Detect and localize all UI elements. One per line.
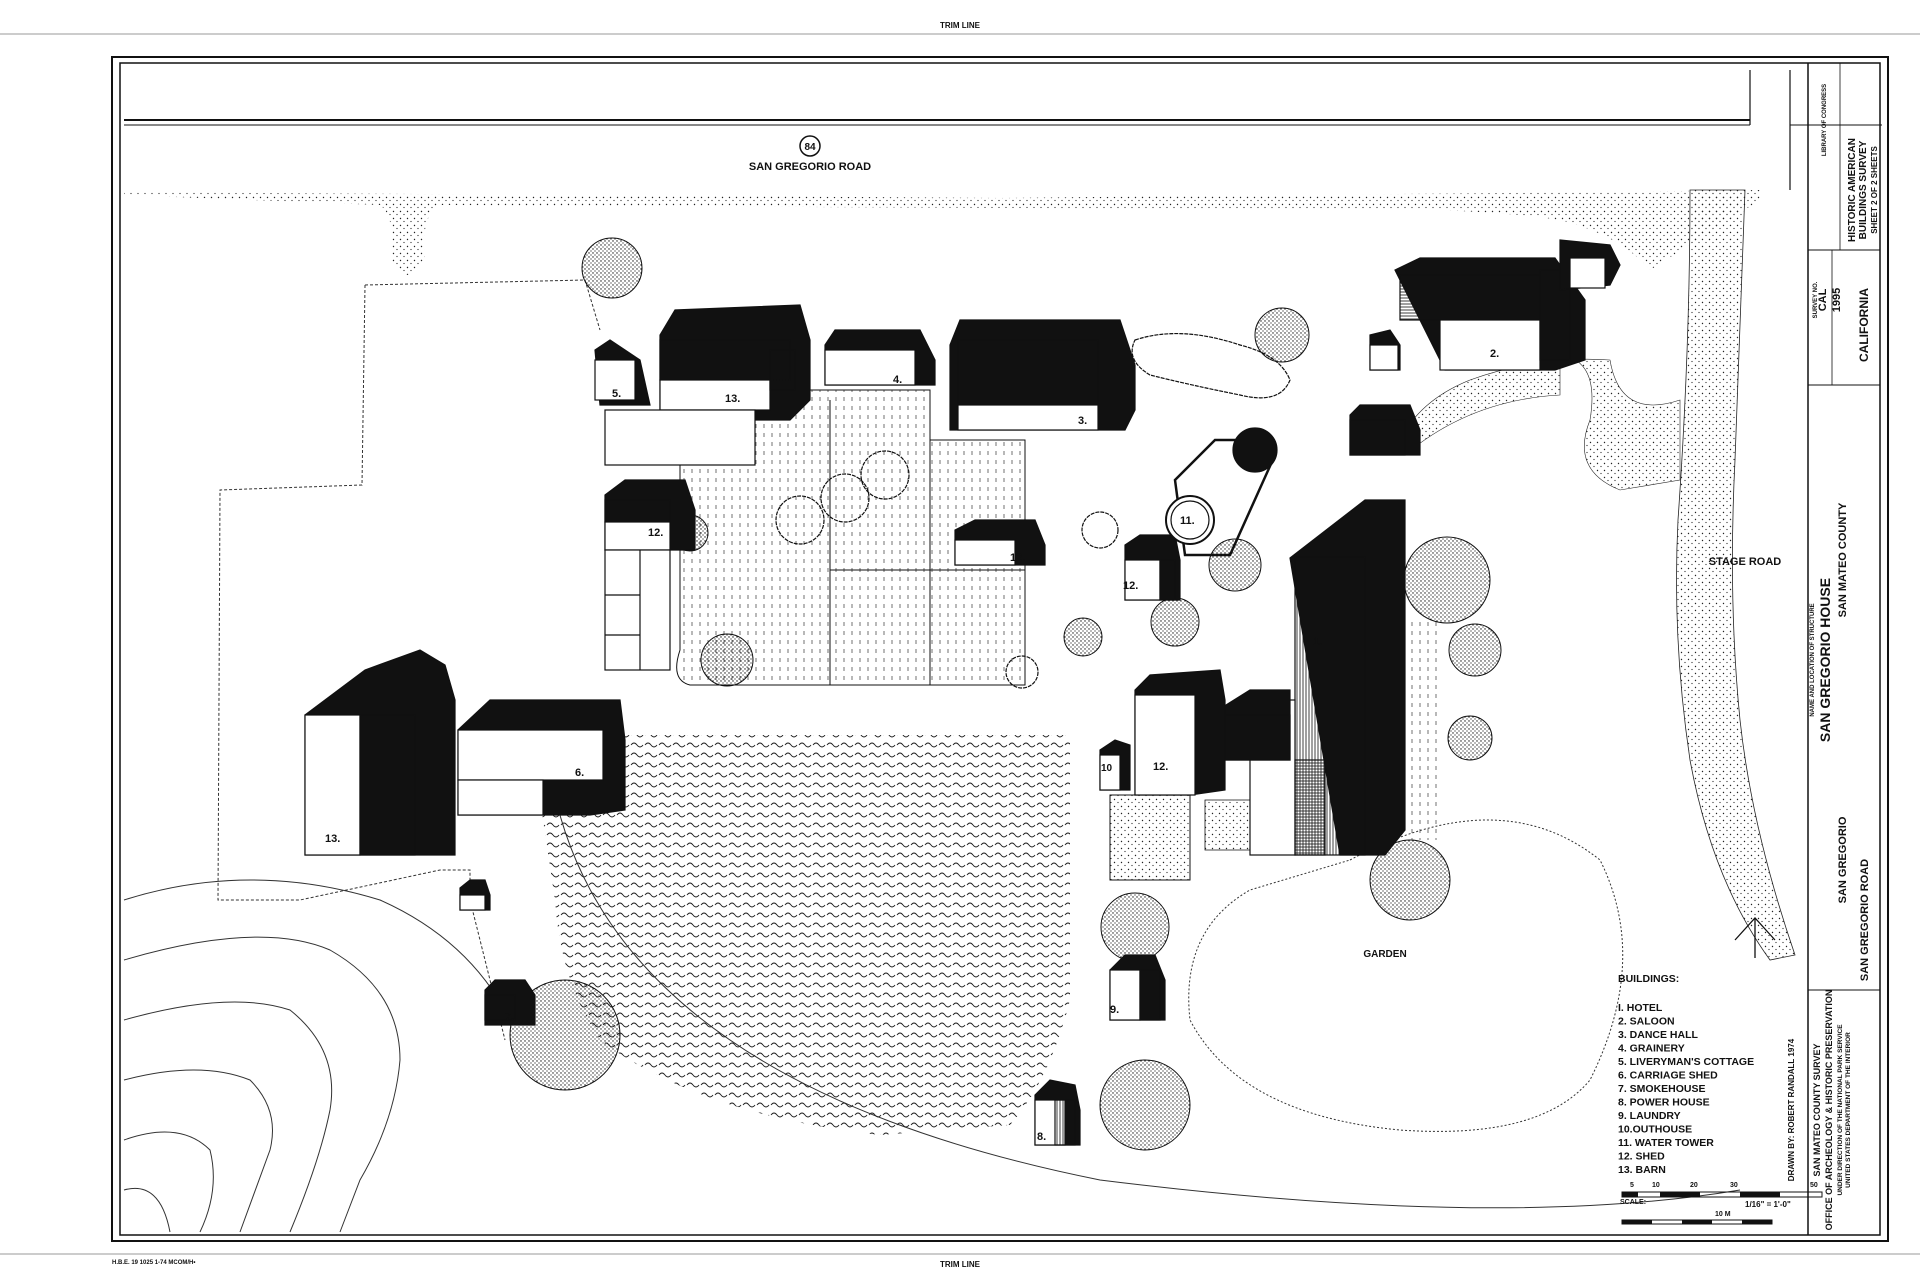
scale-tick-label: 50 [1810, 1182, 1818, 1189]
buildings-legend: BUILDINGS: I. HOTEL 2. SALOON 3. DANCE H… [1618, 973, 1754, 1176]
bldg-label-5: 5. [612, 388, 621, 400]
legend-item: 13. BARN [1618, 1164, 1666, 1176]
hotel-garden-bed [1109, 794, 1191, 881]
legend-item: 2. SALOON [1618, 1016, 1675, 1028]
legend-item: 5. LIVERYMAN'S COTTAGE [1618, 1056, 1754, 1068]
bldg-label-12a: 12. [648, 527, 663, 539]
route-number: 84 [804, 142, 816, 153]
county: SAN MATEO COUNTY [1837, 502, 1849, 617]
legend-item: 11. WATER TOWER [1618, 1137, 1714, 1149]
library-label: LIBRARY OF CONGRESS [1822, 84, 1828, 156]
bldg-label-12c: 12. [1123, 580, 1138, 592]
legend-item: 4. GRAINERY [1618, 1043, 1685, 1055]
under-direction: UNDER DIRECTION OF THE NATIONAL PARK SER… [1837, 1024, 1844, 1196]
route-shield-icon [799, 135, 821, 157]
scale-label: SCALE: [1620, 1199, 1646, 1206]
terrain-contours [123, 879, 511, 1233]
scale-tick-label: 5 [1630, 1182, 1634, 1189]
bldg-label-4: 4. [893, 374, 902, 386]
footer-code: H.B.E. 19 1025 1-74 MCOM/H• [112, 1260, 195, 1266]
bldg-label-7: 7. [505, 1011, 514, 1023]
legend-item: 12. SHED [1618, 1151, 1665, 1163]
title-block: LIBRARY OF CONGRESS HISTORIC AMERICAN BU… [1787, 63, 1880, 1235]
scale-bar: 5 10 20 30 50 SCALE: 1/16" = 1'-0" 10 M [1620, 1182, 1823, 1225]
outer-border [111, 56, 1889, 1242]
legend-item: 3. DANCE HALL [1618, 1029, 1699, 1041]
trim-line-top: TRIM LINE [940, 21, 981, 30]
buildings [304, 239, 1621, 1146]
scale-meters: 10 M [1715, 1211, 1731, 1218]
survey-no: CAL [1817, 288, 1829, 311]
survey-no-label: SURVEY NO. [1813, 281, 1819, 318]
scale-tick-label: 20 [1690, 1182, 1698, 1189]
legend-item: 7. SMOKEHOUSE [1618, 1083, 1706, 1095]
bldg-label-9: 9. [1110, 1004, 1119, 1016]
stage-road-label: STAGE ROAD [1709, 556, 1782, 568]
bldg-label-12b: 12. [1010, 552, 1025, 564]
bldg-label-1: 1. [1313, 636, 1322, 648]
drive-to-saloon [1399, 354, 1681, 491]
survey-no-num: 1995 [1831, 288, 1843, 312]
scale-tick-label: 30 [1730, 1182, 1738, 1189]
scale-ratio: 1/16" = 1'-0" [1745, 1200, 1791, 1209]
bldg-label-13b: 13. [325, 833, 340, 845]
structure-name: SAN GREGORIO HOUSE [1817, 578, 1833, 742]
north-arrow-icon [1734, 917, 1776, 958]
legend-item: 9. LAUNDRY [1618, 1110, 1681, 1122]
bldg-label-6: 6. [575, 767, 584, 779]
san-gregorio-road: 84 SAN GREGORIO ROAD [124, 70, 1882, 190]
state: CALIFORNIA [1857, 288, 1871, 362]
bldg-label-11: 11. [1180, 515, 1195, 527]
bldg-label-13a: 13. [725, 393, 740, 405]
legend-item: 10.OUTHOUSE [1618, 1124, 1692, 1136]
road-verge [124, 190, 1760, 275]
bldg-label-2: 2. [1490, 348, 1499, 360]
survey-name: SAN MATEO COUNTY SURVEY [1812, 1043, 1822, 1176]
town: SAN GREGORIO [1837, 816, 1849, 903]
garden-label: GARDEN [1363, 949, 1406, 960]
vegetable-plot [676, 389, 1026, 686]
inner-border [119, 62, 1881, 1236]
road-label-top: SAN GREGORIO ROAD [749, 161, 871, 173]
building-numbers: 1. 2. 3. 4. 5. 6. 7. 8. 9. 10 11. 12. 12… [325, 348, 1499, 1143]
crop-field [540, 735, 1070, 1135]
legend-item: I. HOTEL [1618, 1002, 1663, 1014]
garden-oval [1188, 819, 1624, 1132]
scale-tick-label: 10 [1652, 1182, 1660, 1189]
legend-item: 6. CARRIAGE SHED [1618, 1070, 1718, 1082]
bldg-label-12d: 12. [1153, 761, 1168, 773]
department: UNITED STATES DEPARTMENT OF THE INTERIOR [1845, 1032, 1852, 1188]
office: OFFICE OF ARCHEOLOGY & HISTORIC PRESERVA… [1824, 990, 1834, 1231]
trim-lines: TRIM LINE TRIM LINE H.B.E. 19 1025 1-74 … [0, 21, 1920, 1269]
road: SAN GREGORIO ROAD [1859, 859, 1871, 981]
legend-heading: BUILDINGS: [1618, 973, 1679, 985]
drawn-by: DRAWN BY: ROBERT RANDALL 1974 [1787, 1038, 1796, 1181]
habs-line-2: BUILDINGS SURVEY [1858, 140, 1869, 239]
sheet-of-sheets: SHEET 2 OF 2 SHEETS [1870, 146, 1879, 234]
property-line [217, 284, 506, 1041]
name-location-caption: NAME AND LOCATION OF STRUCTURE [1810, 603, 1816, 716]
trim-line-bottom: TRIM LINE [940, 1260, 981, 1269]
habs-line-1: HISTORIC AMERICAN [1847, 138, 1858, 242]
bldg-label-8: 8. [1037, 1131, 1046, 1143]
bldg-label-10: 10 [1101, 763, 1113, 774]
bldg-label-3: 3. [1078, 415, 1087, 427]
stage-road [1676, 189, 1796, 961]
legend-item: 8. POWER HOUSE [1618, 1097, 1710, 1109]
